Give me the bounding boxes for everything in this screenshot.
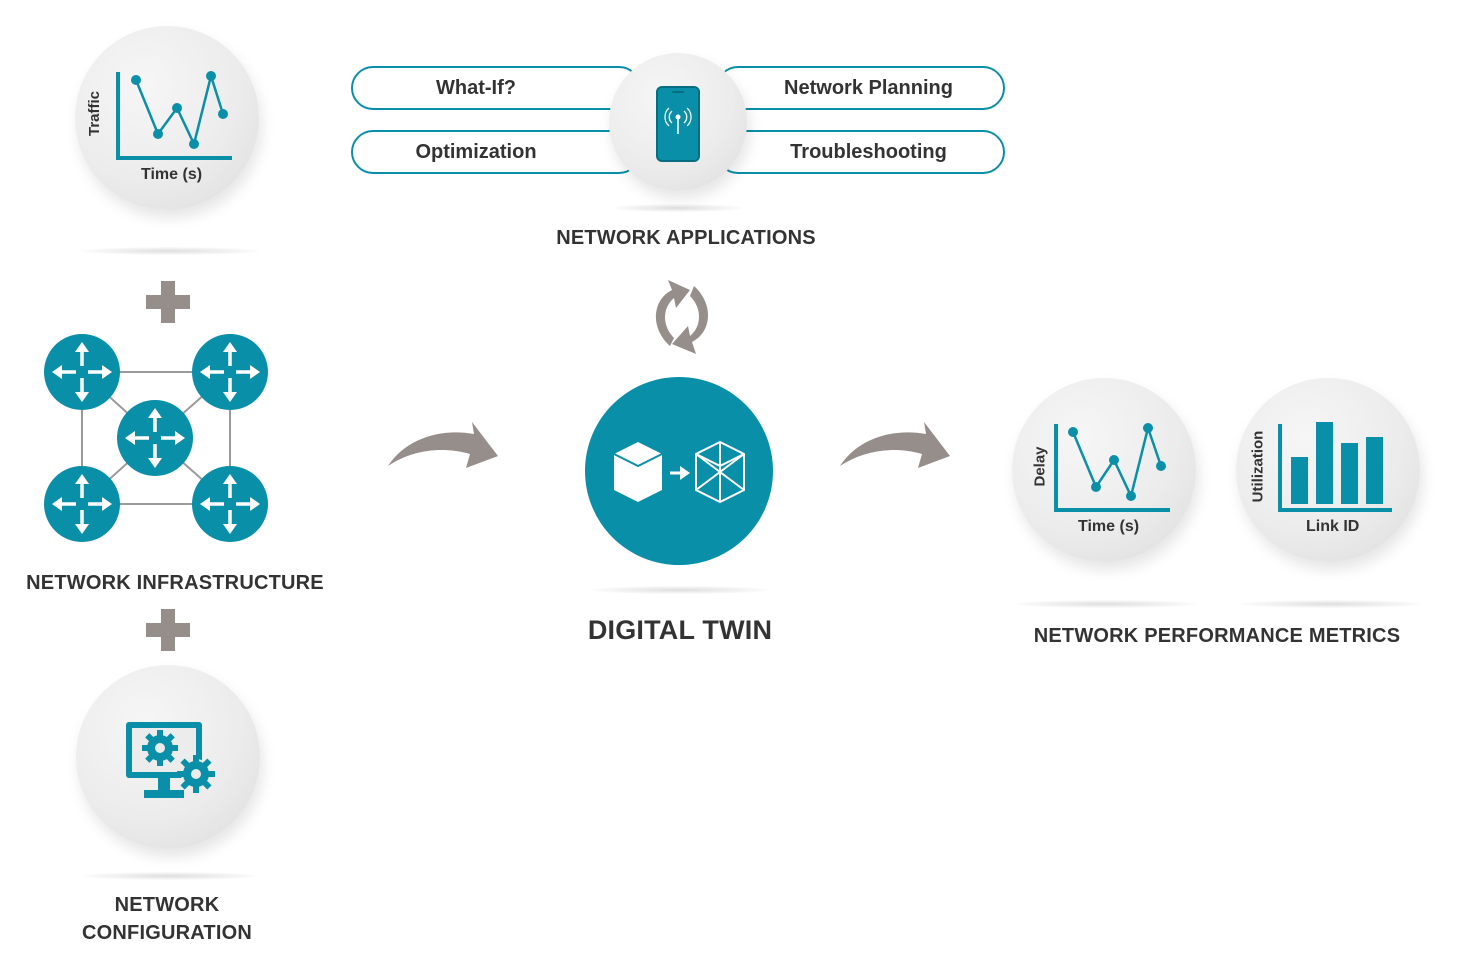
app-pill-network-planning[interactable]: Network Planning bbox=[716, 66, 1005, 110]
flow-arrow-right-icon bbox=[840, 422, 950, 468]
flow-arrow-left-icon bbox=[388, 422, 498, 468]
smartphone-icon bbox=[656, 86, 700, 162]
delay-circle-shadow bbox=[1014, 600, 1198, 608]
configuration-circle-shadow bbox=[82, 872, 258, 880]
delay-chart-xlabel: Time (s) bbox=[1078, 518, 1140, 535]
traffic-chart-circle bbox=[75, 26, 259, 210]
app-pill-network-planning-label: Network Planning bbox=[784, 76, 953, 99]
utilization-chart-ylabel: Utilization bbox=[1249, 430, 1267, 503]
plus-icon-2 bbox=[146, 609, 190, 651]
applications-circle-shadow bbox=[612, 204, 742, 212]
app-pill-what-if[interactable]: What-If? bbox=[351, 66, 641, 110]
digital-twin-circle bbox=[585, 377, 773, 565]
sync-arrows-icon bbox=[655, 280, 709, 354]
app-pill-optimization-label: Optimization bbox=[415, 140, 537, 163]
network-infrastructure-label: NETWORK INFRASTRUCTURE bbox=[26, 572, 324, 594]
traffic-chart-xlabel: Time (s) bbox=[141, 166, 203, 183]
app-pill-troubleshooting[interactable]: Troubleshooting bbox=[716, 130, 1005, 174]
network-applications-label: NETWORK APPLICATIONS bbox=[556, 227, 816, 249]
network-performance-metrics-label: NETWORK PERFORMANCE METRICS bbox=[1033, 625, 1401, 647]
utilization-chart-xlabel: Link ID bbox=[1306, 518, 1360, 535]
cube-to-wireframe-icon bbox=[613, 440, 745, 504]
app-pill-what-if-label: What-If? bbox=[436, 76, 516, 99]
network-configuration-label-line1: NETWORK bbox=[114, 894, 220, 916]
digital-twin-shadow bbox=[590, 586, 770, 594]
app-pill-optimization[interactable]: Optimization bbox=[351, 130, 641, 174]
network-configuration-label-line2: CONFIGURATION bbox=[82, 922, 252, 944]
digital-twin-label: DIGITAL TWIN bbox=[587, 615, 773, 645]
utilization-circle-shadow bbox=[1240, 600, 1422, 608]
monitor-gears-icon bbox=[126, 722, 215, 798]
plus-icon bbox=[146, 281, 190, 323]
delay-chart-circle bbox=[1012, 378, 1196, 562]
traffic-circle-shadow bbox=[80, 247, 260, 255]
app-pill-troubleshooting-label: Troubleshooting bbox=[790, 140, 947, 163]
